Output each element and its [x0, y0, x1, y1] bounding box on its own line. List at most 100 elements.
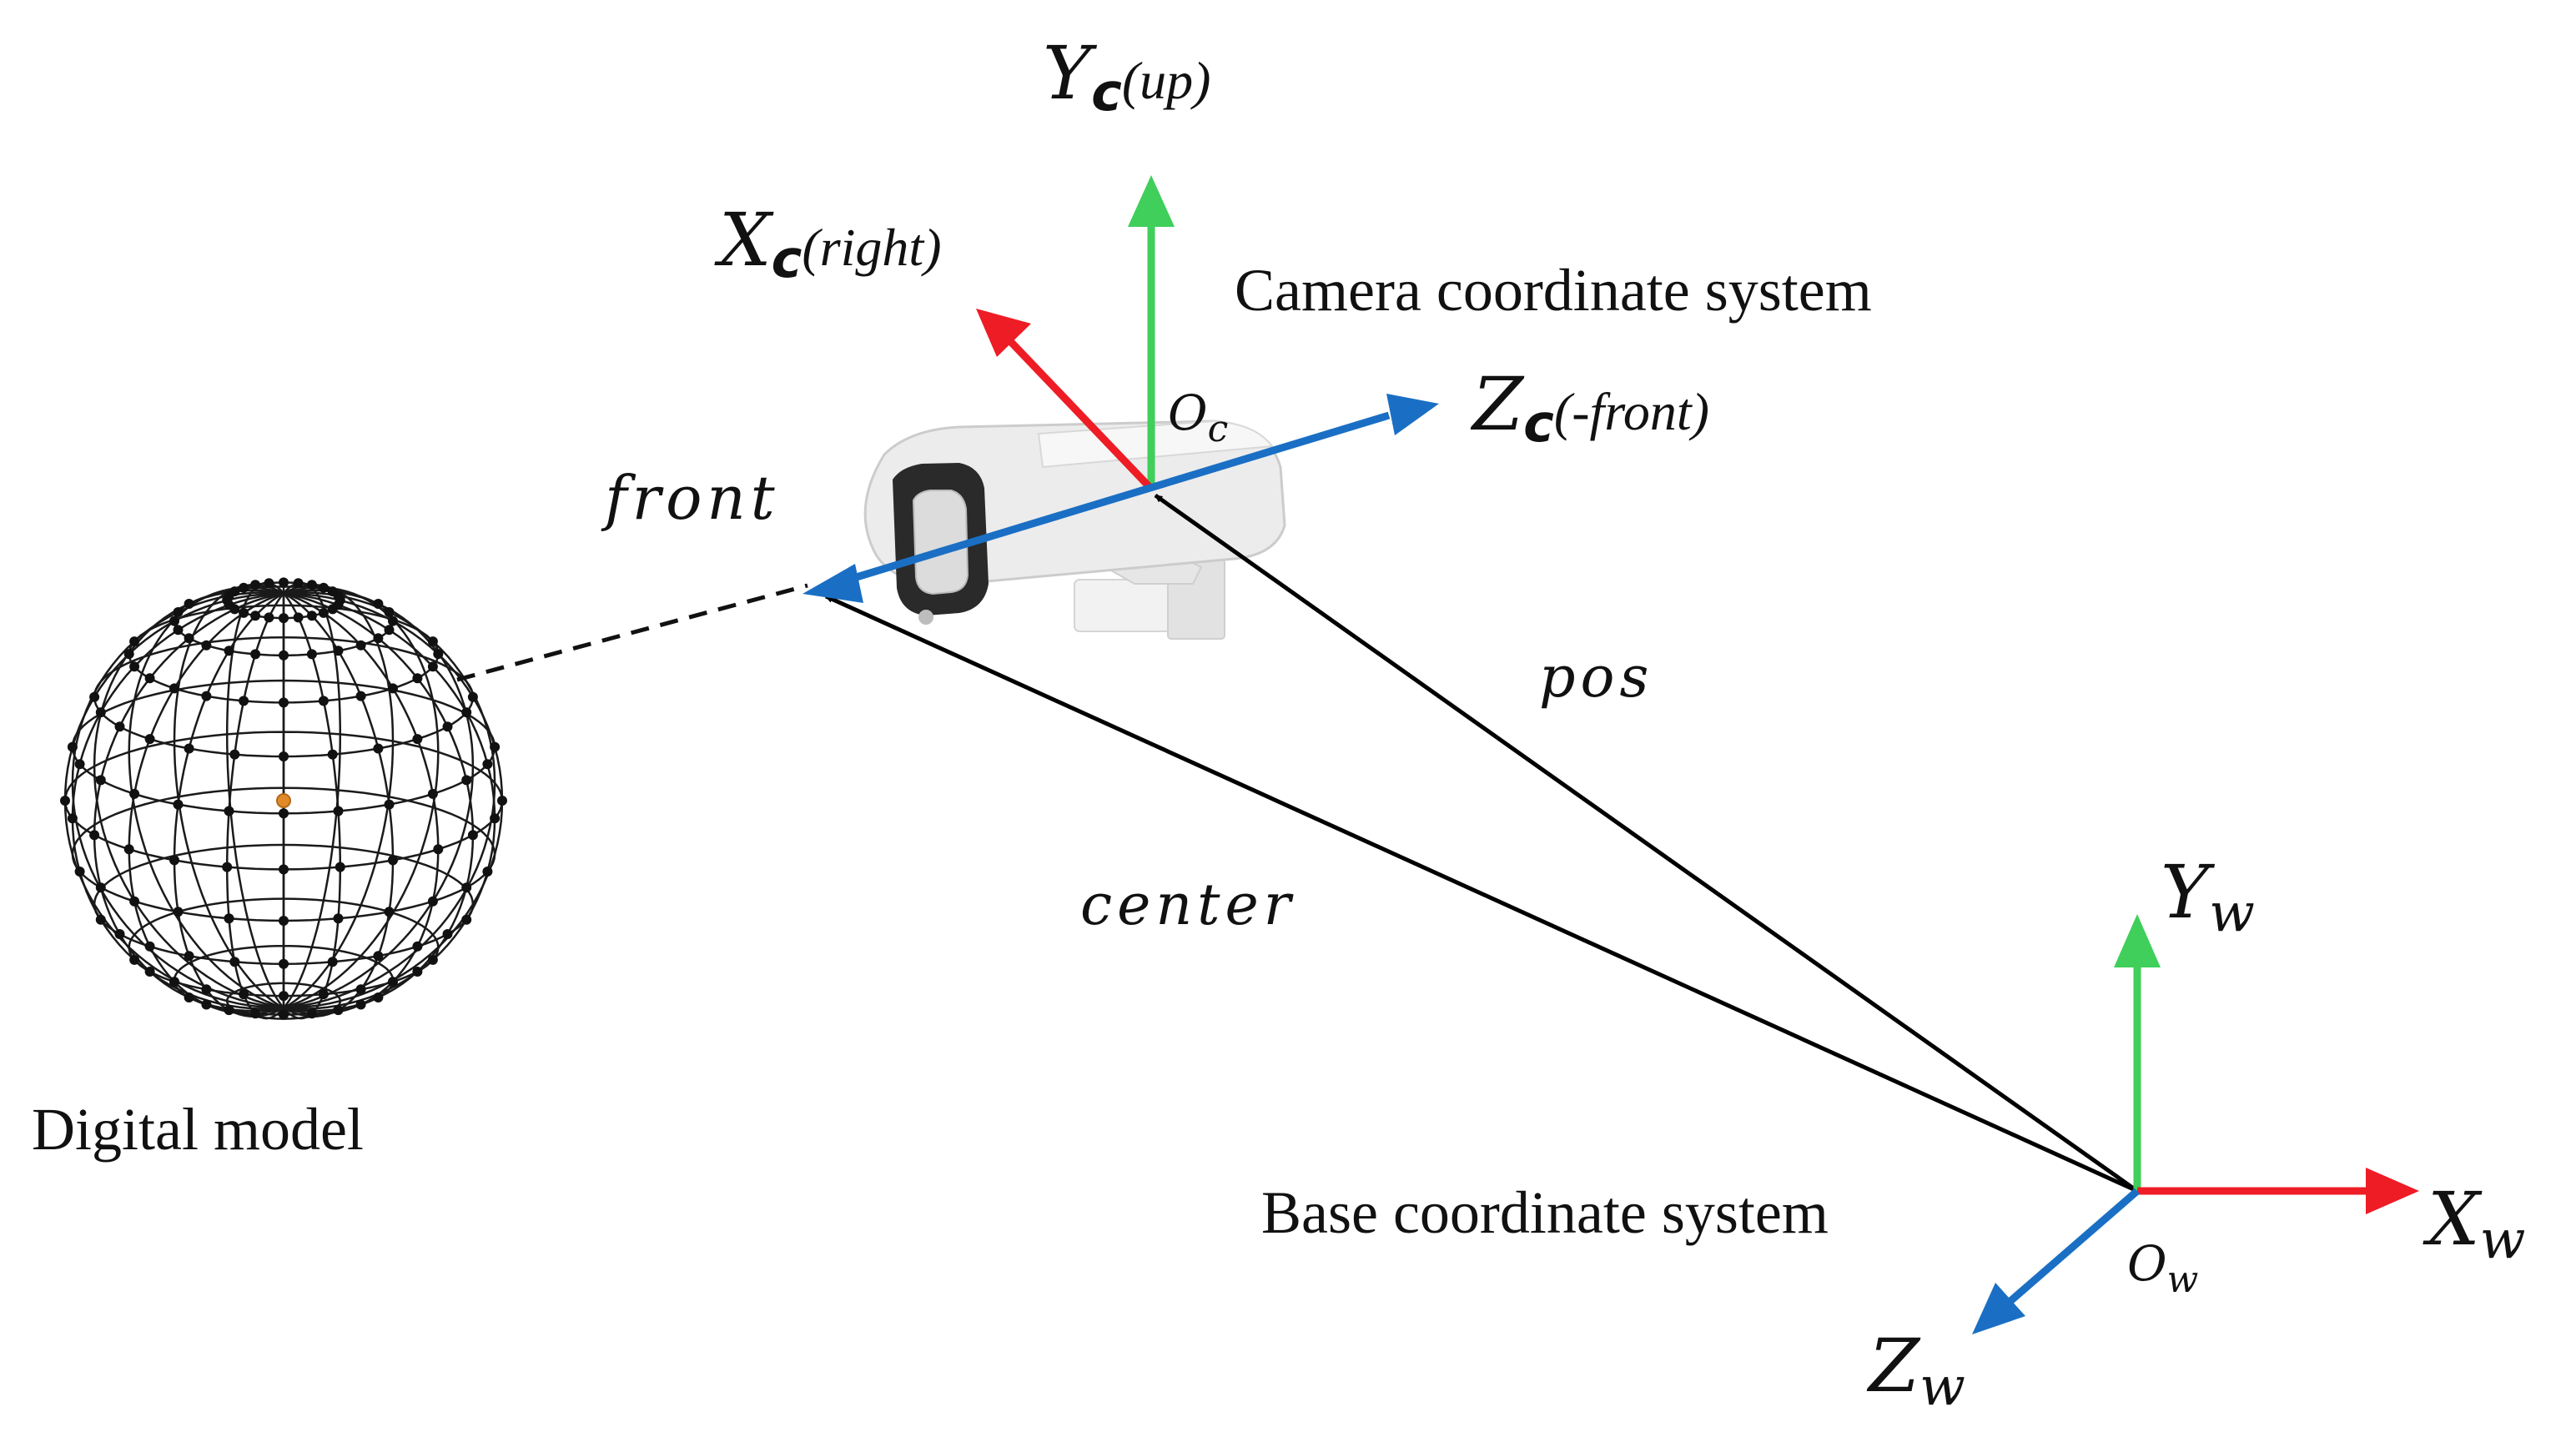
sphere-vertex: [355, 984, 366, 995]
zw-label: Zw: [1866, 1323, 1965, 1418]
sphere-vertex: [327, 749, 338, 760]
sphere-vertex: [333, 806, 344, 816]
sphere-vertex: [373, 743, 384, 754]
sphere-vertex: [144, 734, 155, 745]
yc-label: Yc(up): [1043, 30, 1210, 123]
sphere-vertex: [467, 691, 478, 702]
sphere-vertex: [184, 992, 194, 1002]
sphere-vertex: [144, 967, 155, 977]
sphere-vertex: [229, 604, 240, 615]
sphere-vertex: [490, 741, 501, 752]
sphere-vertex: [279, 1009, 289, 1020]
camera-lens: [912, 490, 969, 595]
sphere-vertex: [327, 586, 338, 597]
sphere-vertex: [201, 640, 212, 651]
sphere-vertex: [169, 855, 179, 866]
sphere-vertex: [264, 612, 274, 623]
sphere-vertex: [467, 830, 478, 841]
sphere-vertex: [129, 954, 140, 965]
sphere-vertex: [279, 916, 289, 926]
sphere-vertex: [306, 610, 317, 621]
sphere-center-dot: [276, 793, 291, 808]
sphere-vertex: [355, 640, 366, 651]
sphere-vertex: [412, 673, 423, 684]
sphere-vertex: [442, 929, 453, 939]
sphere-vertex: [388, 616, 398, 626]
sphere-vertex: [461, 775, 472, 786]
sphere-vertex: [318, 582, 329, 593]
sphere-vertex: [67, 813, 78, 824]
world-x-axis: [2137, 1168, 2419, 1214]
sphere-vertex: [384, 907, 395, 917]
sphere-vertex: [173, 907, 184, 917]
sphere-vertex: [384, 799, 395, 810]
sphere-vertex: [490, 813, 501, 824]
sphere-vertex: [318, 696, 329, 706]
sphere-vertex: [250, 649, 261, 660]
pos-label: pos: [1539, 645, 1653, 711]
sphere-vertex: [318, 989, 329, 1000]
sphere-vertex: [201, 984, 212, 995]
sphere-vertex: [239, 607, 249, 618]
sphere-vertex: [184, 951, 194, 962]
base-system-label: Base coordinate system: [1261, 1179, 1829, 1246]
oc-label: Oc: [1168, 384, 1228, 450]
sphere-vertex: [442, 721, 453, 732]
sphere-vertex: [123, 649, 134, 660]
sphere-vertex: [482, 867, 493, 877]
sphere-vertex: [333, 646, 344, 656]
camera-x-axis: [976, 309, 1155, 492]
world-z-axis: [1972, 1188, 2140, 1334]
pos-vector: [1154, 493, 2139, 1193]
sphere-vertex: [427, 661, 438, 672]
sphere-vertex: [279, 958, 289, 969]
sphere-vertex: [129, 661, 140, 672]
sphere-vertex: [388, 683, 398, 694]
sphere-vertex: [335, 862, 345, 872]
sphere-vertex: [412, 734, 423, 745]
sphere-vertex: [224, 646, 234, 656]
camera-system-label: Camera coordinate system: [1235, 257, 1872, 324]
sphere-vertex: [229, 957, 240, 967]
sphere-vertex: [95, 775, 106, 786]
sphere-vertex: [184, 633, 194, 644]
center-vector: [824, 594, 2139, 1193]
sphere-vertex: [114, 721, 125, 732]
camera-icon: [863, 420, 1286, 640]
sphere-vertex: [144, 941, 155, 952]
sphere-vertex: [224, 1005, 234, 1016]
sphere-vertex: [355, 999, 366, 1010]
sphere-vertex: [427, 788, 438, 799]
sphere-vertex: [373, 633, 384, 644]
sphere-vertex: [497, 796, 507, 806]
sphere-vertex: [427, 896, 438, 907]
camera-z-axis: [802, 394, 1439, 603]
sphere-vertex: [224, 913, 234, 924]
sphere-vertex: [293, 612, 304, 623]
sphere-vertex: [250, 610, 261, 621]
sphere-vertex: [95, 914, 106, 925]
sphere-vertex: [89, 830, 100, 841]
sphere-vertex: [224, 806, 234, 816]
sphere-vertex: [373, 992, 384, 1002]
sphere-vertex: [201, 691, 212, 701]
sphere-wire-line: [283, 581, 342, 1009]
sphere-vertex: [333, 1005, 344, 1016]
sphere-vertex: [264, 578, 274, 589]
sphere-vertex: [461, 914, 472, 925]
center-label: center: [1080, 872, 1296, 938]
sphere-vertex: [482, 759, 493, 770]
sphere-vertex: [173, 799, 184, 810]
sphere-vertex: [327, 957, 338, 967]
xw-label: Xw: [2423, 1176, 2525, 1271]
sphere-vertex: [169, 616, 179, 626]
sphere-vertex: [293, 578, 304, 589]
sphere-wire-line: [225, 581, 284, 1009]
world-y-axis: [2114, 914, 2161, 1191]
sphere-vertex: [95, 707, 106, 718]
sphere-vertex: [169, 683, 179, 694]
sphere-vertex: [229, 749, 240, 760]
sphere-vertex: [279, 613, 289, 624]
sphere-vertex: [384, 607, 395, 617]
